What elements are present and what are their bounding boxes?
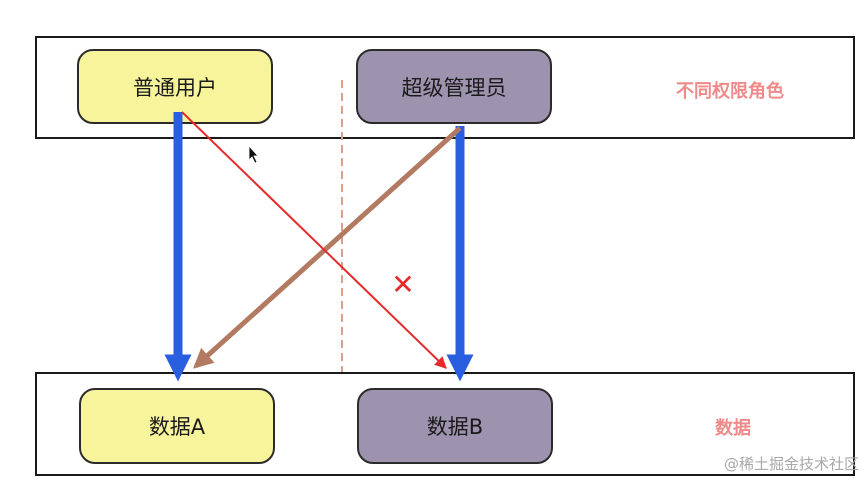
data-b-node: 数据B xyxy=(357,388,553,464)
forbidden-mark: ✕ xyxy=(391,268,414,301)
data-side-label: 数据 xyxy=(715,418,751,439)
data-a-label: 数据A xyxy=(148,415,206,439)
roles-side-label: 不同权限角色 xyxy=(676,81,784,102)
mouse-cursor-icon xyxy=(248,144,259,164)
user-to-data-b-forbidden-arrow xyxy=(181,111,447,369)
super-admin-label: 超级管理员 xyxy=(401,75,507,100)
data-b-label: 数据B xyxy=(426,415,484,439)
watermark: @稀土掘金技术社区 xyxy=(723,455,859,473)
data-a-node: 数据A xyxy=(79,388,275,464)
admin-to-data-a-arrow xyxy=(193,126,462,369)
normal-user-label: 普通用户 xyxy=(133,75,217,100)
super-admin-node: 超级管理员 xyxy=(356,49,552,124)
